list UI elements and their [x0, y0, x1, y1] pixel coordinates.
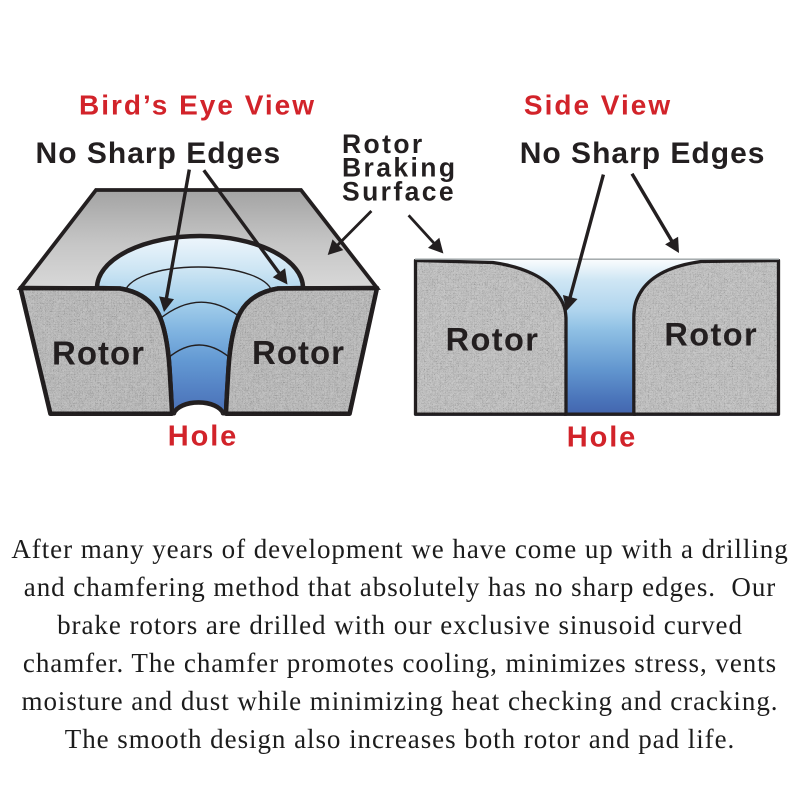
svg-text:Rotor: Rotor: [342, 129, 425, 159]
svg-text:No Sharp Edges: No Sharp Edges: [36, 137, 282, 170]
svg-text:Surface: Surface: [342, 176, 456, 206]
svg-text:Rotor: Rotor: [446, 322, 540, 358]
svg-text:Bird’s Eye View: Bird’s Eye View: [79, 90, 316, 121]
svg-text:Side View: Side View: [524, 90, 672, 121]
svg-text:brake rotors are drilled with: brake rotors are drilled with our exclus…: [57, 610, 743, 640]
svg-text:Hole: Hole: [567, 422, 637, 454]
svg-text:No Sharp Edges: No Sharp Edges: [520, 137, 766, 170]
svg-text:chamfer. The chamfer promotes: chamfer. The chamfer promotes cooling, m…: [23, 648, 777, 678]
svg-text:Rotor: Rotor: [664, 316, 758, 352]
svg-text:Braking: Braking: [342, 153, 457, 183]
svg-text:The smooth design also increas: The smooth design also increases both ro…: [65, 724, 736, 754]
svg-text:moisture and dust while minimi: moisture and dust while minimizing heat …: [22, 686, 779, 716]
svg-text:Rotor: Rotor: [252, 334, 345, 371]
svg-text:Hole: Hole: [168, 421, 238, 453]
svg-text:Rotor: Rotor: [52, 335, 145, 372]
svg-text:After many years of developmen: After many years of development we have …: [11, 534, 788, 564]
svg-text:and chamfering method that abs: and chamfering method that absolutely ha…: [24, 572, 776, 602]
